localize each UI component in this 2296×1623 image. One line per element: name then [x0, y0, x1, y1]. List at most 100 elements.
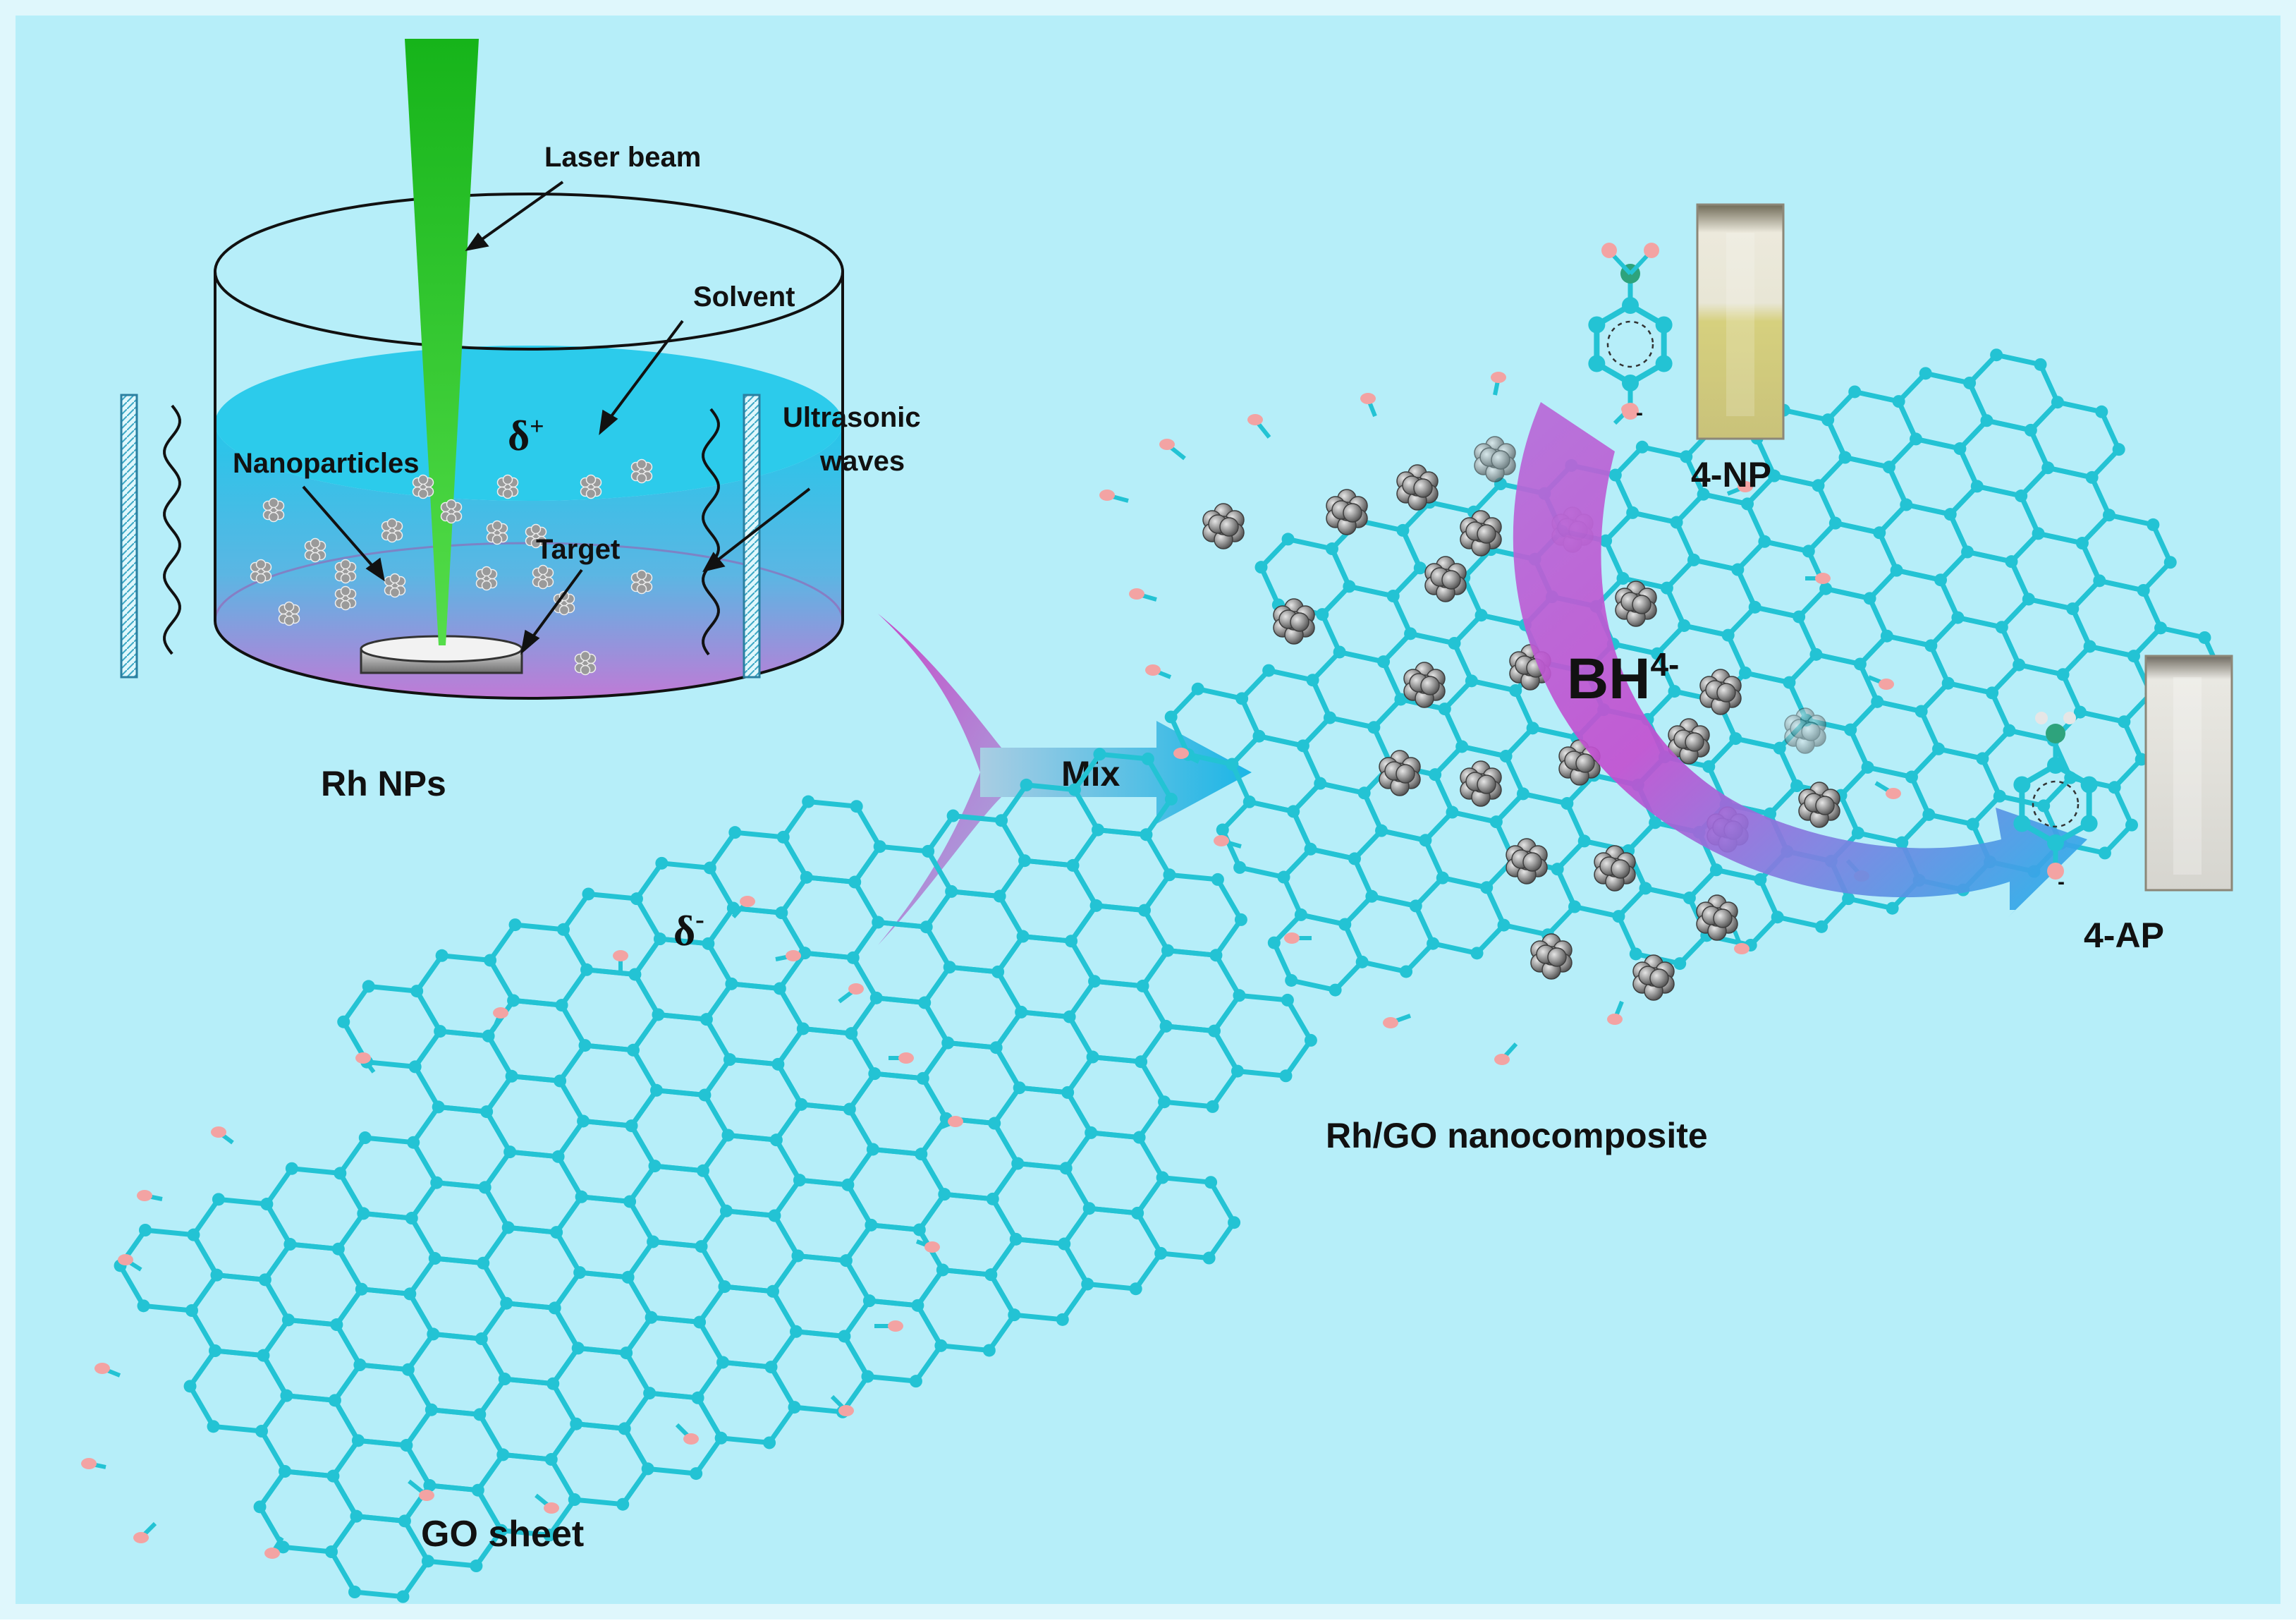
oxygen-atom — [137, 1190, 152, 1201]
graphene-atom — [916, 1071, 929, 1085]
graphene-atom — [1163, 868, 1176, 882]
graphene-atom — [1497, 918, 1510, 932]
graphene-atom — [1216, 823, 1229, 837]
graphene-atom — [575, 1190, 588, 1203]
graphene-atom — [702, 937, 715, 950]
graphene-atom — [1970, 480, 1984, 493]
graphene-atom — [1355, 955, 1369, 968]
graphene-atom — [475, 1332, 488, 1346]
nanoparticle — [574, 650, 597, 676]
vial-np-glare — [1726, 233, 1754, 416]
graphene-atom — [1465, 674, 1478, 688]
graphene-atom — [2095, 405, 2108, 418]
nanoparticle-atom — [417, 488, 429, 499]
beaker-liquid — [215, 423, 843, 698]
graphene-atom — [1934, 573, 1948, 587]
graphene-atom — [1262, 664, 1276, 677]
graphene-atom — [1013, 1081, 1026, 1095]
nanoparticle — [384, 573, 406, 598]
graphene-atom — [1802, 545, 1815, 558]
ring-atom — [1588, 316, 1606, 334]
graphene-atom — [1254, 561, 1268, 574]
nanoparticle — [334, 559, 357, 584]
graphene-atom — [1279, 1069, 1293, 1083]
charge-np: - — [1636, 401, 1643, 425]
graphene-atom — [325, 1545, 338, 1558]
nanoparticle — [250, 559, 272, 584]
nanoparticle — [304, 537, 326, 563]
oxygen-atom — [1383, 1017, 1398, 1028]
graphene-atom — [1394, 693, 1407, 706]
graphene-atom — [2032, 527, 2045, 540]
graphene-atom — [1768, 469, 1781, 482]
graphene-atom — [2108, 781, 2121, 794]
graphene-atom — [209, 1344, 221, 1357]
graphene-atom — [400, 1439, 413, 1452]
arrow-target — [526, 569, 583, 645]
oxygen-atom — [1145, 664, 1161, 676]
graphene-atom — [1242, 795, 1256, 808]
graphene-atom — [550, 1226, 563, 1239]
nanoparticle-atom — [389, 573, 401, 584]
graphene-atom — [1489, 815, 1503, 829]
ring-atom — [1655, 355, 1673, 372]
vial-np-body — [1696, 203, 1785, 440]
graphene-atom — [1771, 911, 1784, 924]
graphene-atom — [568, 1493, 581, 1507]
oxygen-atom — [948, 1116, 963, 1127]
graphene-atom — [1140, 828, 1153, 841]
graphene-atom — [861, 1370, 874, 1383]
graphene-atom — [920, 920, 933, 934]
graphene-atom — [2127, 650, 2141, 663]
graphene-atom — [543, 1528, 556, 1542]
nanoparticle-atom — [491, 520, 503, 531]
graphene-atom — [1296, 739, 1309, 753]
graphene-atom — [843, 1102, 856, 1116]
nanoparticle-atom — [481, 580, 492, 591]
graphene-atom — [616, 1497, 630, 1511]
nanoparticle — [412, 474, 434, 499]
graphene-atom — [350, 1509, 363, 1523]
rh-cluster-icon — [1424, 556, 1467, 602]
nanoparticle — [486, 520, 508, 545]
rh-atom — [1477, 524, 1496, 544]
graphene-atom — [1088, 975, 1101, 988]
oxygen-atom — [898, 1052, 914, 1064]
nanoparticle-atom — [389, 587, 401, 598]
graphene-atom — [995, 814, 1008, 827]
graphene-atom — [1838, 451, 1852, 464]
label-go-sheet: GO sheet — [421, 1514, 584, 1555]
graphene-atom — [1132, 1131, 1146, 1144]
graphene-atom — [432, 1100, 445, 1114]
graphene-atom — [1882, 461, 1895, 474]
graphene-atom — [1660, 581, 1673, 595]
rh-atom — [1441, 570, 1461, 590]
go-sheet — [81, 748, 1317, 1603]
ring-atom — [2013, 815, 2031, 832]
graphene-atom — [279, 1465, 291, 1478]
graphene-atom — [358, 1131, 372, 1145]
graphene-atom — [1687, 553, 1700, 566]
rh-cluster-icon — [1615, 580, 1657, 627]
graphene-atom — [555, 999, 568, 1012]
graphene-atom — [212, 1193, 225, 1206]
nanoparticle — [553, 590, 575, 616]
oxygen-atom — [1601, 243, 1617, 258]
graphene-atom — [1892, 395, 1905, 408]
graphene-atom — [139, 1224, 152, 1236]
nanoparticle-atom — [502, 488, 513, 499]
rh-atom — [1547, 947, 1567, 967]
graphene-atom — [2041, 461, 2055, 475]
graphene-atom — [1159, 1019, 1173, 1033]
graphene-atom — [989, 1041, 1003, 1054]
graphene-atom — [1616, 572, 1630, 585]
rh-cluster-icon — [1273, 598, 1315, 645]
graphene-atom — [1851, 827, 1864, 840]
graphene-atom — [1287, 805, 1300, 818]
ring-atom — [2013, 776, 2031, 794]
graphene-atom — [1976, 752, 1989, 765]
graphene-atom — [283, 1238, 297, 1251]
graphene-atom — [795, 1098, 808, 1111]
rh-cluster-icon — [1403, 662, 1446, 708]
